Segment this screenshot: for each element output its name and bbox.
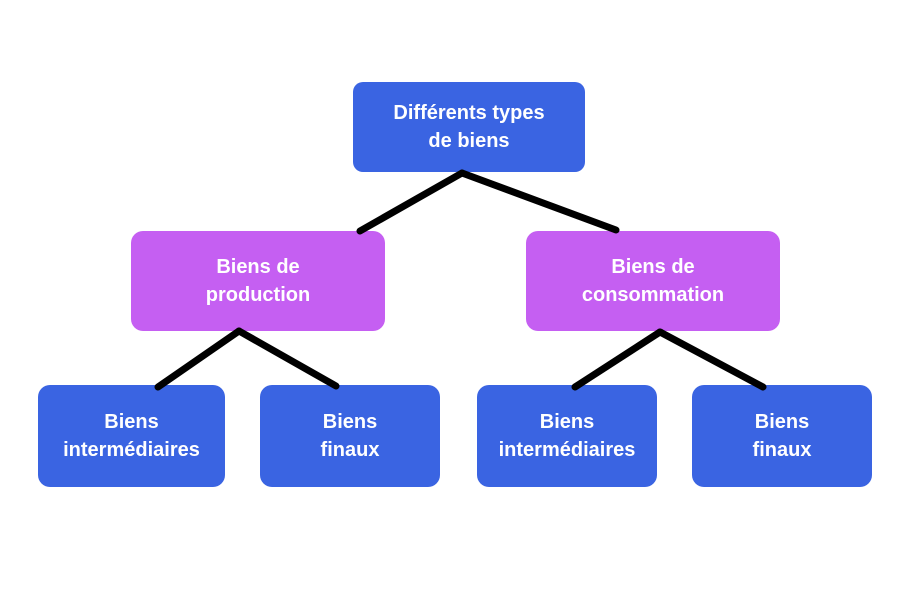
- edge-root-to-consommation: [458, 169, 620, 234]
- node-label-line: finaux: [752, 439, 812, 461]
- edge-production-to-finaux: [235, 327, 340, 390]
- edge-consommation-to-finaux: [656, 328, 767, 391]
- node-production-biens-finaux: Biens finaux: [260, 385, 440, 487]
- node-label-line: production: [205, 284, 311, 306]
- node-label-line: intermédiaires: [63, 439, 200, 461]
- node-label-line: Biens: [104, 411, 159, 433]
- edge-root-to-production: [356, 169, 466, 235]
- node-label-line: consommation: [581, 284, 725, 306]
- edge-production-to-intermediaires: [154, 327, 243, 391]
- node-consommation-biens-finaux: Biens finaux: [692, 385, 872, 487]
- node-biens-de-production: Biens de production: [131, 231, 385, 331]
- node-label-line: Biens: [754, 411, 810, 433]
- node-label-line: Biens de: [611, 256, 695, 278]
- node-label-line: de biens: [428, 130, 510, 152]
- node-label-line: Biens de: [216, 256, 300, 278]
- edge-consommation-to-intermediaires: [571, 328, 664, 391]
- node-label-line: Biens: [322, 411, 378, 433]
- node-label-line: intermédiaires: [498, 439, 636, 461]
- node-label-line: Biens: [539, 411, 595, 433]
- node-biens-de-consommation: Biens de consommation: [526, 231, 780, 331]
- node-differents-types-de-biens: Différents types de biens: [353, 82, 585, 172]
- node-production-biens-intermediaires: Biens intermédiaires: [38, 385, 225, 487]
- node-label-line: Différents types: [393, 102, 545, 124]
- node-label-line: finaux: [320, 439, 380, 461]
- node-consommation-biens-intermediaires: Biens intermédiaires: [477, 385, 657, 487]
